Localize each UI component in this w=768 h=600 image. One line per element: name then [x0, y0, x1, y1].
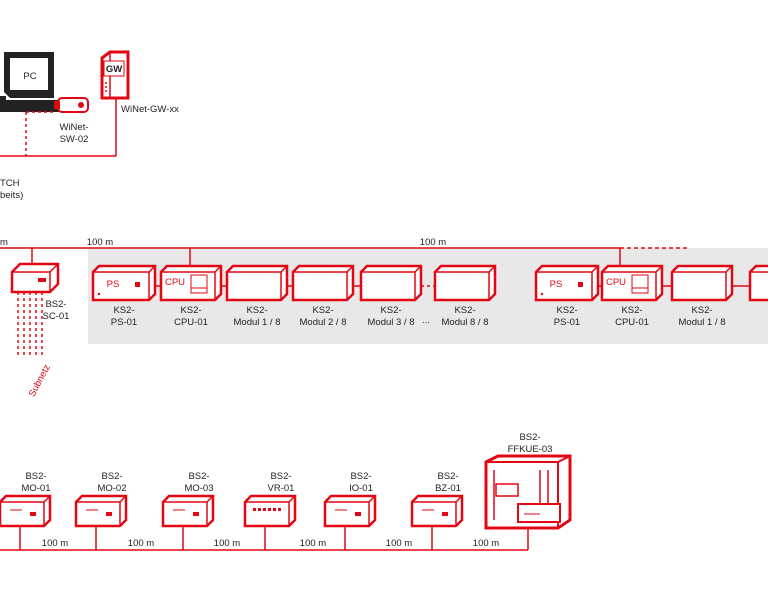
cpu-display: [190, 274, 208, 294]
rack1-module-5-line1: KS2-: [380, 305, 401, 316]
gw-name: WiNet-GW-xx: [121, 104, 179, 115]
rack1-module-3-line2: Modul 1 / 8: [234, 317, 281, 328]
bottom-device-row: BS2-MO-01BS2-MO-02BS2-MO-03BS2-VR-01BS2-…: [0, 432, 572, 550]
subnet-label: Subnetz: [27, 363, 53, 399]
rack2-module-4: [748, 264, 768, 302]
ffkue-cabinet: [484, 454, 572, 530]
bottom-device-3-line2: MO-03: [184, 483, 213, 494]
sc-device: [10, 262, 60, 294]
rack2-module-3-line1: KS2-: [691, 305, 712, 316]
bottom-device-2-line1: BS2-: [101, 471, 122, 482]
bottom-device-3: [161, 494, 215, 528]
rack1-module-6: [433, 264, 497, 302]
cpu-box-label: CPU: [606, 277, 626, 288]
cpu-display: [631, 274, 649, 294]
ps-led: [135, 282, 140, 287]
rack2-module-2-line1: KS2-: [621, 305, 642, 316]
winet-sw-stick: WiNet- SW-02: [54, 97, 89, 145]
rack1-module-1-line1: KS2-: [113, 305, 134, 316]
rack1-module-6-line1: KS2-: [454, 305, 475, 316]
rack1-module-1-line2: PS-01: [111, 317, 137, 328]
rack2-module-3-line2: Modul 1 / 8: [679, 317, 726, 328]
bottom-distance-6: 100 m: [473, 538, 499, 549]
rack2-module-1: PS: [534, 264, 600, 302]
ps-box-label: PS: [107, 279, 120, 290]
subnet-lines: [17, 292, 43, 356]
rack2-module-3: [670, 264, 734, 302]
ps-box-label: PS: [550, 279, 563, 290]
switch-line1: TCH: [0, 178, 20, 189]
rack1-module-2: CPU: [159, 264, 223, 302]
sw-line1: WiNet-: [59, 122, 88, 133]
rack1-module-2-line1: KS2-: [180, 305, 201, 316]
cpu-box-label: CPU: [165, 277, 185, 288]
bottom-device-1-line2: MO-01: [21, 483, 50, 494]
bottom-distance-3: 100 m: [214, 538, 240, 549]
pc-workstation: PC: [0, 52, 66, 112]
sc-line1: BS2-: [45, 299, 66, 310]
gw-label: GW: [106, 64, 122, 75]
sc-line2: SC-01: [43, 311, 70, 322]
bottom-device-6-line2: BZ-01: [435, 483, 461, 494]
sw-line2: SW-02: [60, 134, 89, 145]
rack1-module-4: [291, 264, 355, 302]
bottom-device-1-line1: BS2-: [25, 471, 46, 482]
gateway-device: GW WiNet-GW-xx: [100, 50, 179, 115]
rack1-module-5-line2: Modul 3 / 8: [368, 317, 415, 328]
network-bus: [0, 247, 690, 266]
bottom-device-1: [0, 494, 52, 528]
bottom-device-4: [243, 494, 297, 528]
switch-line2: beits): [0, 190, 23, 201]
bottom-distance-1: 100 m: [42, 538, 68, 549]
bottom-device-5-line1: BS2-: [350, 471, 371, 482]
rack1-module-2-line2: CPU-01: [174, 317, 208, 328]
distance-b: 100 m: [420, 237, 446, 248]
rack1-module-4-line2: Modul 2 / 8: [300, 317, 347, 328]
rack1-module-3: [225, 264, 289, 302]
distance-a: 100 m: [87, 237, 113, 248]
rack2-module-2-line2: CPU-01: [615, 317, 649, 328]
ps-led: [578, 282, 583, 287]
rack1-ellipsis: ...: [422, 315, 430, 326]
bottom-distance-5: 100 m: [386, 538, 412, 549]
rack1-module-1: PS: [91, 264, 157, 302]
bottom-device-2: [74, 494, 128, 528]
rack1-module-5: [359, 264, 423, 302]
bottom-distance-2: 100 m: [128, 538, 154, 549]
bottom-distance-4: 100 m: [300, 538, 326, 549]
rack1-module-6-line2: Modul 8 / 8: [442, 317, 489, 328]
bottom-device-6: [410, 494, 464, 528]
rack1-module-3-line1: KS2-: [246, 305, 267, 316]
bottom-device-7-line1: BS2-: [519, 432, 540, 443]
rack2-module-1-line2: PS-01: [554, 317, 580, 328]
pc-label: PC: [23, 71, 36, 82]
bottom-device-4-line2: VR-01: [268, 483, 295, 494]
bottom-device-5-line2: IO-01: [349, 483, 373, 494]
bottom-device-4-line1: BS2-: [270, 471, 291, 482]
edge-distance: m: [0, 237, 8, 248]
bottom-device-5: [323, 494, 377, 528]
rack2-module-1-line1: KS2-: [556, 305, 577, 316]
bottom-device-7-line2: FFKUE-03: [508, 444, 553, 455]
rack2-module-2: CPU: [600, 264, 664, 302]
rack1-module-4-line1: KS2-: [312, 305, 333, 316]
bottom-device-2-line2: MO-02: [97, 483, 126, 494]
bottom-device-6-line1: BS2-: [437, 471, 458, 482]
bottom-device-3-line1: BS2-: [188, 471, 209, 482]
